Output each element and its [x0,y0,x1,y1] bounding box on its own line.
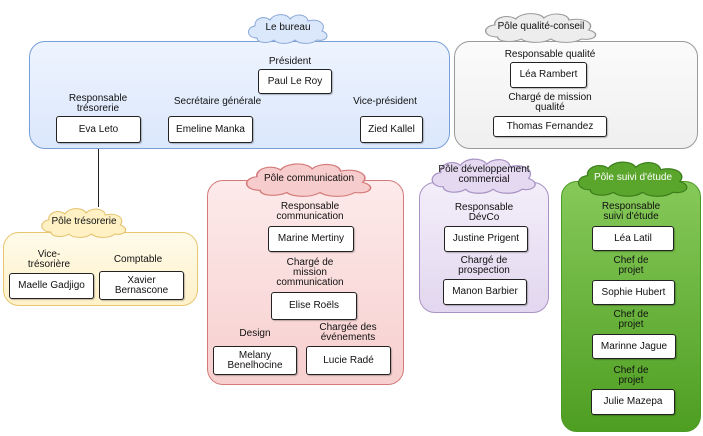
role-chargee-evenements: Chargée des événements [319,322,377,343]
person-xavier-bernascone: Xavier Bernascone [99,271,184,300]
role-responsable-devco: Responsable DévCo [454,202,514,223]
role-design: Design [239,328,271,339]
role-responsable-qualite: Responsable qualité [504,49,596,60]
cloud-developpement: Pôle développement commercial [425,156,543,194]
treasury-connector-line [98,143,99,207]
person-lea-rambert: Léa Rambert [510,62,587,88]
group-title-qualite: Pôle qualité-conseil [497,21,585,32]
cloud-shape-icon [577,161,688,197]
role-charge-mission-qualite: Chargé de mission qualité [508,92,592,113]
person-eva-leto: Eva Leto [56,116,141,143]
role-president: Président [268,56,312,67]
cloud-communication: Pôle communication [238,161,380,197]
person-justine-prigent: Justine Prigent [444,226,528,252]
cloud-shape-icon [245,163,372,197]
cloud-shape-icon [41,208,127,238]
person-manon-barbier: Manon Barbier [443,279,527,305]
cloud-suivi: Pôle suivi d'étude [571,159,695,197]
group-title-bureau: Le bureau [265,22,311,33]
role-chef-de-projet-2: Chef de projet [613,309,649,330]
role-comptable: Comptable [113,254,163,265]
group-title-suivi: Pôle suivi d'étude [593,172,673,183]
group-title-tresorerie: Pôle trésorerie [51,216,117,227]
role-responsable-tresorerie: Responsable trésorerie [68,93,128,114]
person-sophie-hubert: Sophie Hubert [592,280,675,305]
role-vice-tresoriere: Vice- trésorière [27,249,71,270]
cloud-bureau: Le bureau [243,12,333,44]
person-julie-mazepa: Julie Mazepa [591,389,675,415]
role-charge-mission-communication: Chargé de mission communication [276,257,344,288]
group-title-communication: Pôle communication [263,173,355,184]
person-marinne-jague: Marinne Jague [592,334,676,359]
person-emeline-manka: Emeline Manka [168,116,253,143]
person-lea-latil: Léa Latil [592,226,674,251]
person-melany-benelhocine: Melany Benelhocine [213,346,297,375]
role-chef-de-projet-3: Chef de projet [613,365,649,386]
person-paul-le-roy: Paul Le Roy [258,69,332,94]
role-responsable-suivi-etude: Responsable suivi d'étude [601,201,661,222]
cloud-shape-icon [485,13,597,43]
role-chef-de-projet-1: Chef de projet [613,255,649,276]
cloud-shape-icon [431,158,536,194]
person-zied-kallel: Zied Kallel [360,116,423,143]
person-marine-mertiny: Marine Mertiny [268,226,354,252]
person-elise-roels: Elise Roëls [271,292,357,320]
group-title-developpement: Pôle développement commercial [438,164,530,185]
role-secretaire-generale: Secrétaire générale [173,96,262,107]
role-charge-prospection: Chargé de prospection [458,255,510,276]
person-thomas-fernandez: Thomas Fernandez [493,116,607,137]
cloud-shape-icon [248,14,328,44]
person-maelle-gadjigo: Maelle Gadjigo [9,273,94,299]
role-vice-president: Vice-président [353,96,417,107]
person-lucie-rade: Lucie Radé [306,346,391,375]
role-responsable-communication: Responsable communication [276,201,344,222]
cloud-tresorerie: Pôle trésorerie [36,206,132,238]
cloud-qualite: Pôle qualité-conseil [478,11,604,43]
